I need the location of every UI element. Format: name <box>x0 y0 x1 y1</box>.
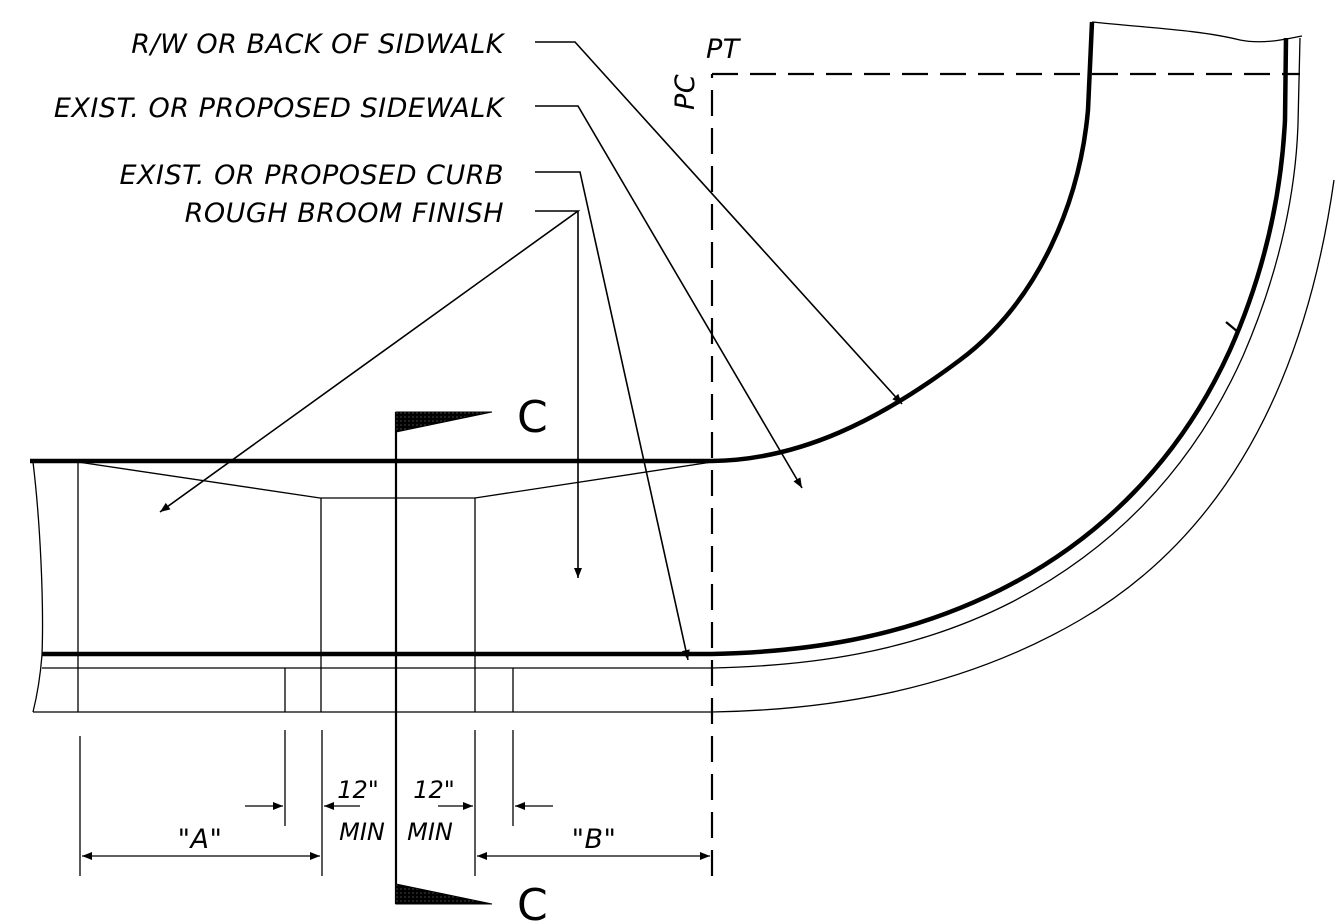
section-arrow-top <box>395 411 493 433</box>
sidewalk-plan-linework <box>30 21 1335 713</box>
curb-line <box>42 37 1289 657</box>
back-of-sidewalk-line <box>30 21 1095 464</box>
pc-pt-reference-lines: PT PC <box>670 34 1300 876</box>
section-cut-c: C C <box>394 392 548 924</box>
dim-b-label: "B" <box>572 824 617 855</box>
dimensions: "A" "B" 12" MIN 12" MIN <box>79 730 710 876</box>
pc-label: PC <box>670 74 701 110</box>
curb-leader <box>535 171 690 661</box>
sidewalk-label: EXIST. OR PROPOSED SIDEWALK <box>54 93 506 124</box>
dim-min-right-value: 12" <box>413 776 455 804</box>
callouts: R/W OR BACK OF SIDWALK EXIST. OR PROPOSE… <box>54 29 903 661</box>
gutter-line <box>42 37 1301 669</box>
section-mark-top: C <box>517 392 548 443</box>
dim-a-label: "A" <box>178 824 223 855</box>
broom-finish-label: ROUGH BROOM FINISH <box>185 198 504 229</box>
section-arrow-bottom <box>395 883 493 905</box>
gutter-outer-edge <box>33 179 1335 713</box>
ramp-flare-outline <box>77 461 713 499</box>
dim-min-left-unit: MIN <box>339 818 385 846</box>
dim-min-right-unit: MIN <box>407 818 453 846</box>
rw-back-of-sidewalk-label: R/W OR BACK OF SIDWALK <box>131 29 505 60</box>
curb-joint-mark <box>1225 321 1239 333</box>
sidewalk-leader <box>535 105 803 489</box>
left-break-line <box>32 461 44 713</box>
section-mark-bottom: C <box>517 880 548 924</box>
curb-label: EXIST. OR PROPOSED CURB <box>119 160 504 191</box>
top-break-line <box>1091 21 1303 43</box>
dim-min-left-value: 12" <box>337 776 379 804</box>
curb-ramp <box>77 461 713 712</box>
broom-leader-left <box>159 210 581 513</box>
rw-leader <box>535 41 903 405</box>
pt-label: PT <box>706 34 742 65</box>
